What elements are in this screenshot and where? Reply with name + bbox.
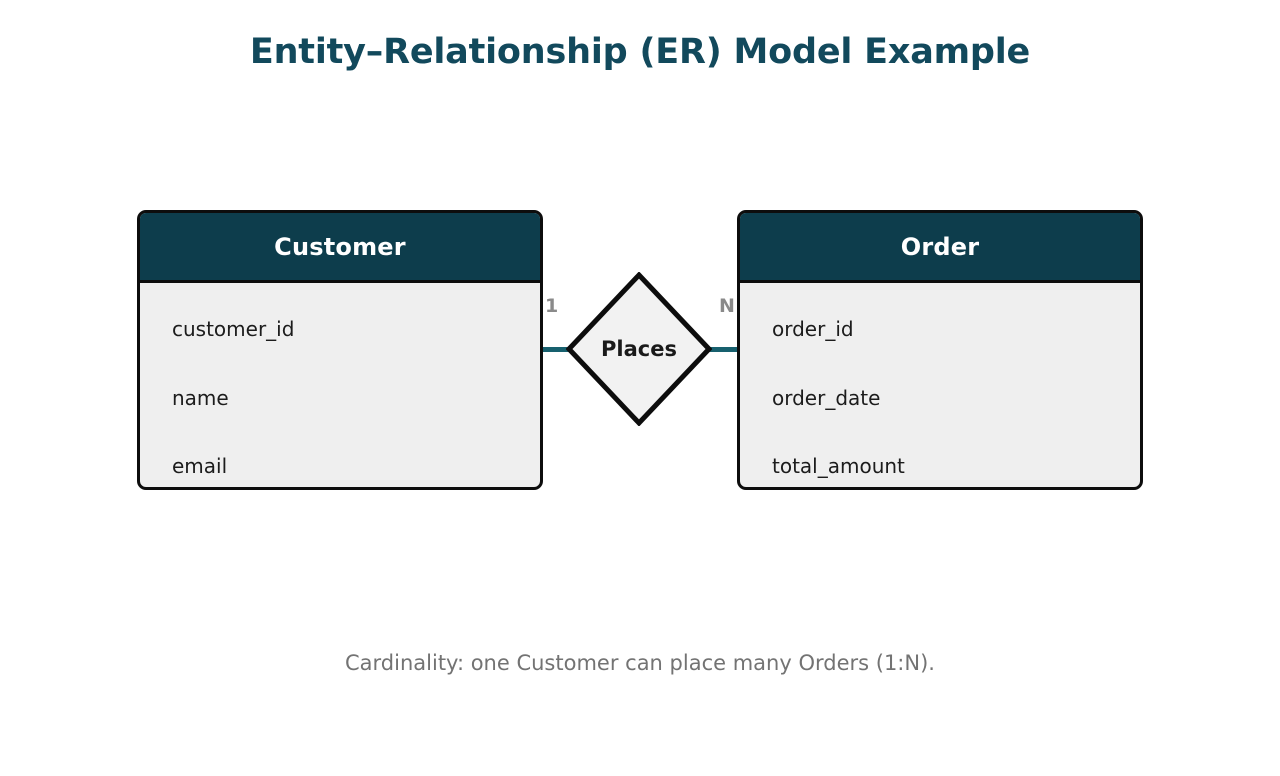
attribute-item: customer_id	[172, 317, 295, 341]
attribute-item: total_amount	[772, 454, 905, 478]
entity-attributes-customer: customer_id name email	[140, 283, 540, 487]
entity-box-order[interactable]: Order order_id order_date total_amount	[737, 210, 1143, 490]
connector-line-places-to-order	[700, 347, 752, 352]
diagram-caption: Cardinality: one Customer can place many…	[345, 651, 935, 675]
cardinality-label-left: 1	[545, 295, 559, 317]
diamond-icon	[566, 272, 712, 426]
entity-name-customer: Customer	[274, 232, 406, 261]
relationship-diamond-places[interactable]: Places	[566, 272, 712, 426]
page-title: Entity–Relationship (ER) Model Example	[249, 32, 1031, 72]
connector-line-customer-to-places	[528, 347, 580, 352]
attribute-item: order_id	[772, 317, 854, 341]
attribute-item: name	[172, 386, 229, 410]
entity-header-customer: Customer	[140, 213, 540, 283]
entity-attributes-order: order_id order_date total_amount	[740, 283, 1140, 487]
relationship-label: Places	[601, 337, 677, 361]
attribute-item: order_date	[772, 386, 881, 410]
entity-header-order: Order	[740, 213, 1140, 283]
entity-box-customer[interactable]: Customer customer_id name email	[137, 210, 543, 490]
entity-name-order: Order	[900, 232, 980, 261]
cardinality-label-right: N	[719, 295, 735, 317]
attribute-item: email	[172, 454, 228, 478]
